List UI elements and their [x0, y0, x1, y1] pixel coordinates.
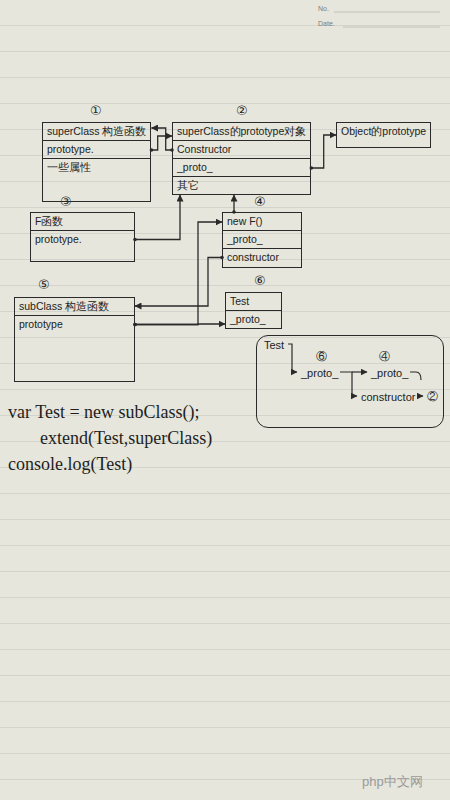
callout-number: ①	[90, 103, 102, 118]
box-field: prototype	[15, 316, 134, 333]
callout-number: ②	[236, 103, 248, 118]
watermark: php中文网	[362, 774, 423, 789]
box-field: _proto_	[223, 231, 301, 249]
header-rule	[334, 12, 440, 13]
chain-item: ④	[379, 350, 390, 362]
instance-box: new F()_proto_constructor	[222, 212, 302, 268]
pointer-arrow	[152, 136, 173, 150]
function-box: F函数prototype.	[30, 212, 135, 262]
prototype-box: superClass的prototype对象Constructor_proto_…	[172, 122, 311, 195]
box-field: prototype.	[43, 141, 150, 159]
header-rule	[343, 27, 440, 28]
chain-arrow	[352, 371, 367, 372]
box-field: 其它	[173, 177, 310, 194]
pointer-arrow	[135, 258, 222, 307]
callout-number: ③	[60, 194, 72, 209]
box-heading: Test	[226, 293, 281, 311]
code-line: extend(Test,superClass)	[40, 428, 212, 449]
box-field: constructor	[223, 249, 301, 266]
pointer-arrow	[135, 222, 222, 325]
box-heading: new F()	[223, 213, 301, 231]
pointer-dot	[133, 323, 137, 327]
box-field: prototype.	[31, 231, 134, 248]
prototype-box: Object的prototype	[336, 122, 431, 148]
chain-item: _proto_	[371, 367, 408, 379]
code-line: console.log(Test)	[8, 454, 132, 475]
constructor-box: subClass 构造函数prototype	[14, 297, 135, 382]
box-heading: superClass 构造函数	[43, 123, 150, 141]
pointer-dot	[150, 148, 154, 152]
page-field: Date.	[318, 19, 335, 28]
box-field: _proto_	[173, 159, 310, 177]
chain-arrow	[288, 344, 297, 372]
instance-box: Test_proto_	[225, 292, 282, 329]
object-name: Test	[264, 339, 284, 351]
page-field: No.	[318, 4, 329, 13]
chain-item: ②	[427, 390, 438, 402]
box-field: _proto_	[226, 311, 281, 328]
chain-item: constructor	[361, 391, 415, 403]
chain-summary: Test ⑥ _proto_ ④ _proto_ constructor ②	[256, 335, 444, 428]
pointer-arrow	[135, 323, 225, 325]
box-field: Constructor	[173, 141, 310, 159]
chain-arrow	[417, 395, 423, 396]
pointer-arrow	[233, 195, 234, 212]
pointer-dot	[133, 238, 137, 242]
pointer-arrow	[311, 135, 336, 168]
box-heading: Object的prototype	[337, 123, 430, 140]
chain-tick	[410, 372, 421, 380]
callout-number: ④	[254, 194, 266, 209]
code-line: var Test = new subClass();	[8, 402, 200, 423]
box-heading: subClass 构造函数	[15, 298, 134, 316]
box-heading: superClass的prototype对象	[173, 123, 310, 141]
box-field: 一些属性	[43, 159, 150, 176]
chain-arrow	[340, 372, 357, 396]
pointer-dot	[310, 166, 314, 170]
chain-item: ⑥	[316, 350, 327, 362]
chain-item: _proto_	[301, 367, 338, 379]
callout-number: ⑤	[38, 277, 50, 292]
constructor-box: superClass 构造函数prototype.一些属性	[42, 122, 151, 202]
box-heading: F函数	[31, 213, 134, 231]
pointer-arrow	[152, 128, 173, 150]
callout-number: ⑥	[254, 273, 266, 288]
pointer-dot	[133, 323, 137, 327]
